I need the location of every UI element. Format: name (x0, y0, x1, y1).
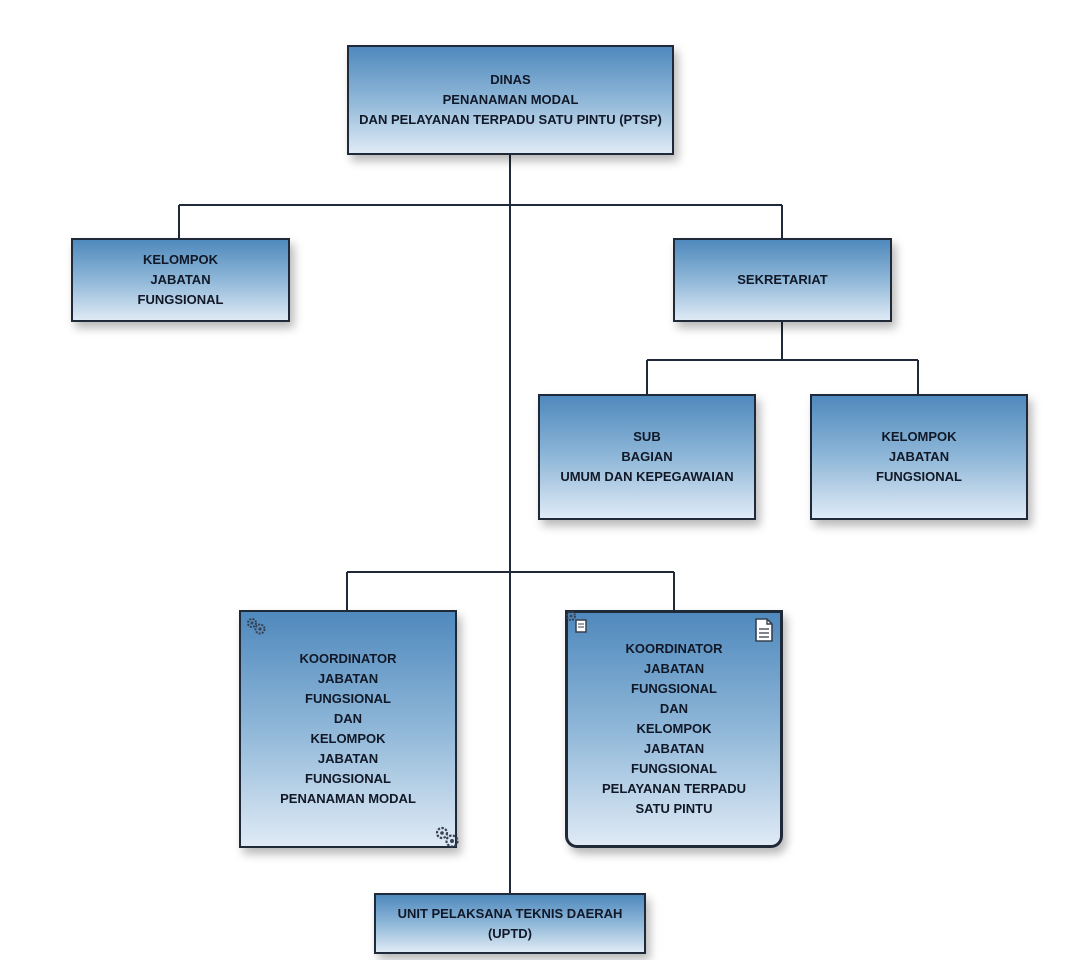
node-text-line: BAGIAN (621, 449, 673, 464)
node-text-line: PELAYANAN TERPADU (602, 781, 746, 796)
node-text-line: DAN (333, 711, 363, 726)
node-text-line: FUNGSIONAL (305, 771, 391, 786)
node-text-line: KELOMPOK (881, 429, 957, 444)
node-text-line: DINAS (490, 72, 531, 87)
node-text-line: JABATAN (150, 272, 211, 287)
node-kelompok-jabatan-fungsional-right: KELOMPOK JABATAN FUNGSIONAL (810, 394, 1028, 520)
node-koordinator-penanaman-modal: KOORDINATOR JABATAN FUNGSIONAL DAN KELOMPOK J… (239, 610, 459, 848)
node-text-line: JABATAN (888, 449, 950, 464)
node-text-line: DAN (659, 701, 689, 716)
gears-document-icon (564, 609, 590, 635)
node-text-line: UNIT PELAKSANA TEKNIS DAERAH (397, 905, 623, 921)
node-text-line: PENANAMAN MODAL (442, 92, 579, 107)
node-text-line: JABATAN (317, 671, 379, 686)
node-text-line: SATU PINTU (635, 801, 713, 816)
node-uptd: UNIT PELAKSANA TEKNIS DAERAH (UPTD) (374, 893, 646, 954)
document-icon (754, 617, 774, 643)
node-sekretariat: SEKRETARIAT (673, 238, 892, 322)
node-text-line: JABATAN (643, 741, 705, 756)
node-text-line: SEKRETARIAT (737, 272, 828, 287)
node-text-line: KOORDINATOR (625, 641, 723, 656)
gears-icon (433, 824, 461, 850)
node-text-line: FUNGSIONAL (876, 469, 962, 484)
node-text-line: PENANAMAN MODAL (280, 791, 416, 806)
node-text-line: JABATAN (317, 751, 379, 766)
node-text-line: FUNGSIONAL (305, 691, 391, 706)
node-text-line: KOORDINATOR (299, 651, 397, 666)
node-text-line: KELOMPOK (310, 731, 386, 746)
node-text-line: UMUM DAN KEPEGAWAIAN (560, 469, 734, 484)
node-text-line: KELOMPOK (142, 252, 219, 267)
node-sub-bagian-umum-kepegawaian: SUB BAGIAN UMUM DAN KEPEGAWAIAN (538, 394, 756, 520)
gears-icon (245, 616, 267, 636)
node-kelompok-jabatan-fungsional-left: KELOMPOK JABATAN FUNGSIONAL (71, 238, 290, 322)
node-text-line: SUB (633, 429, 661, 444)
node-text-line: FUNGSIONAL (631, 681, 717, 696)
node-text-line: JABATAN (643, 661, 705, 676)
node-koordinator-pelayanan-terpadu: KOORDINATOR JABATAN FUNGSIONAL DAN KELOMPOK J… (565, 610, 783, 848)
node-text-line: FUNGSIONAL (137, 292, 224, 307)
node-text-line: FUNGSIONAL (631, 761, 717, 776)
node-text-line: (UPTD) (487, 925, 533, 941)
node-text-line: DAN PELAYANAN TERPADU SATU PINTU (PTSP) (359, 112, 662, 127)
node-text-line: KELOMPOK (636, 721, 712, 736)
node-dinas: DINAS PENANAMAN MODAL DAN PELAYANAN TERPAD… (347, 45, 674, 155)
